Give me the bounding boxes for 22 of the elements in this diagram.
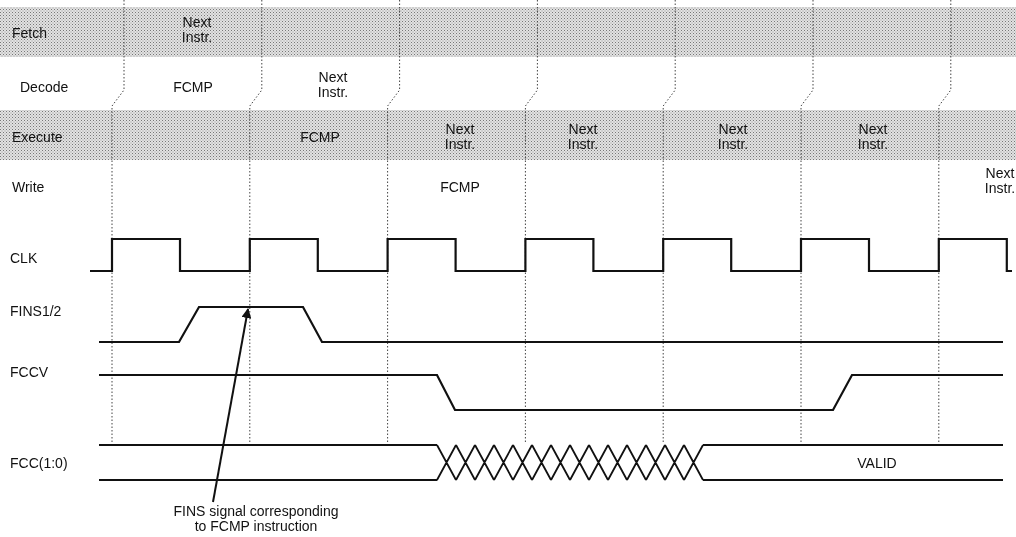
stage-label: Execute [12, 129, 63, 145]
stage-label: Write [12, 179, 45, 195]
stage-label: Fetch [12, 25, 47, 41]
instruction-label: Next Instr. [856, 122, 890, 152]
bus-value-label: VALID [857, 455, 897, 471]
instruction-label: Next Instr. [566, 122, 600, 152]
instruction-label: Next Instr. [716, 122, 750, 152]
signal-label: CLK [10, 250, 38, 266]
instruction-label: Next Instr. [443, 122, 477, 152]
instruction-label: Next Instr. [983, 166, 1016, 196]
instruction-label: FCMP [300, 129, 340, 145]
leader-arrow [212, 308, 252, 503]
instruction-label: Next Instr. [180, 15, 214, 45]
signal-label: FINS1/2 [10, 303, 62, 319]
signal-label: FCC(1:0) [10, 455, 68, 471]
instruction-label: FCMP [440, 179, 480, 195]
instruction-label: Next Instr. [316, 70, 350, 100]
annotation-text: FINS signal corresponding to FCMP instruction [170, 504, 342, 534]
stage-label: Decode [20, 79, 69, 95]
instruction-label: FCMP [173, 79, 213, 95]
signal-label: FCCV [10, 364, 49, 380]
signal-waveform [99, 305, 1003, 344]
